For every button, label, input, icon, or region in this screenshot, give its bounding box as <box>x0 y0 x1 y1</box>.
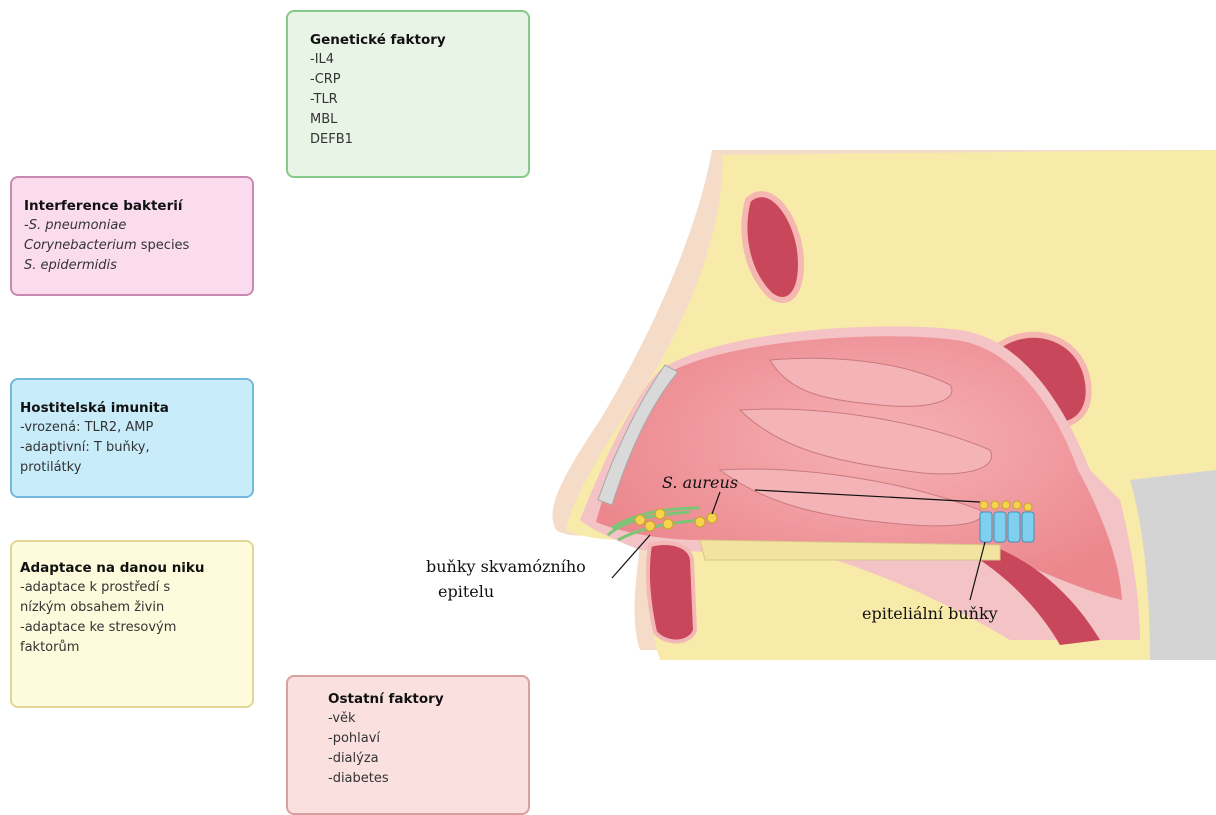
vestibule-vessels <box>648 543 695 641</box>
squamous-cells-label-line2: epitelu <box>438 582 494 601</box>
squamous-cells-label-line1: buňky skvamózního <box>426 557 586 576</box>
s-aureus-label: S. aureus <box>662 473 738 492</box>
epithelial-cells-label: epiteliální buňky <box>862 604 998 623</box>
